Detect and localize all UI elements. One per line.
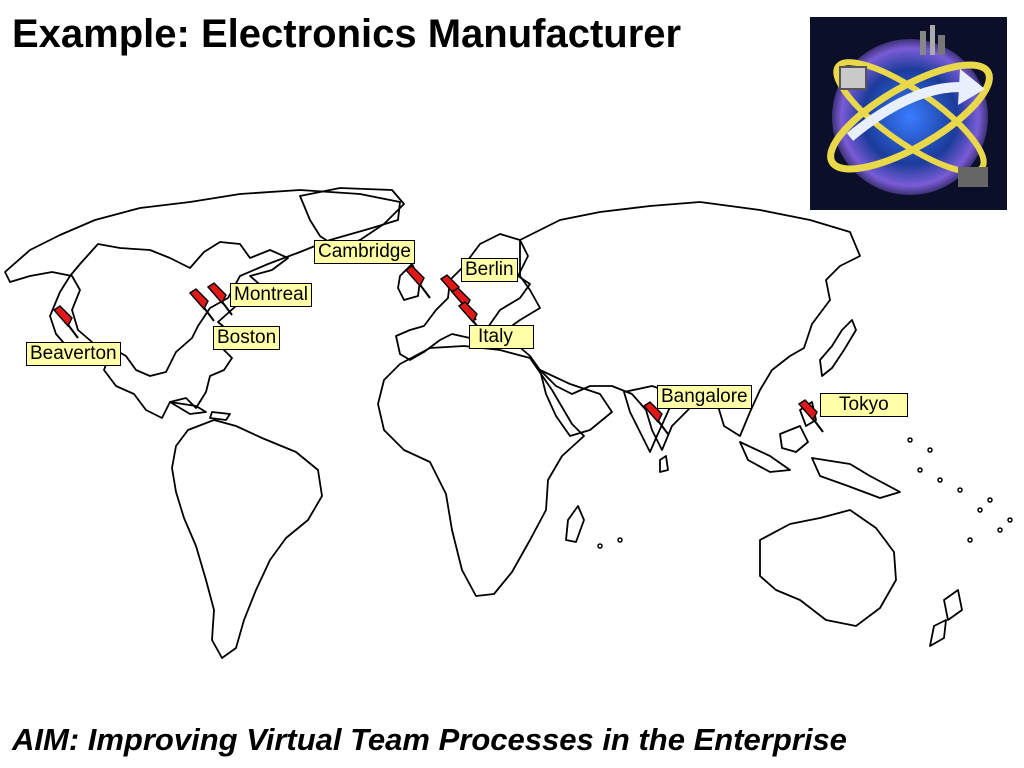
south-america-outline	[171, 419, 323, 659]
map-pin-icon	[642, 401, 669, 435]
greenland-outline	[299, 187, 405, 249]
world-map	[4, 187, 1013, 659]
location-label-italy: Italy	[469, 325, 534, 349]
japan-outline	[819, 319, 857, 377]
map-pin-icon	[188, 288, 215, 322]
map-pin-icon	[404, 265, 431, 299]
location-label-boston: Boston	[213, 326, 281, 350]
map-pin-icon	[52, 305, 79, 339]
australia-outline	[759, 509, 897, 627]
map-pin-icon	[206, 282, 233, 316]
location-label-montreal: Montreal	[230, 283, 312, 307]
location-label-bangalore: Bangalore	[657, 385, 752, 409]
slide-title: Example: Electronics Manufacturer	[12, 12, 682, 56]
uk-outline	[397, 263, 421, 301]
globe-clipart-image	[810, 17, 1007, 210]
slide-footer: AIM: Improving Virtual Team Processes in…	[12, 722, 847, 757]
location-label-berlin: Berlin	[461, 258, 518, 282]
africa-outline	[377, 345, 585, 597]
location-label-cambridge: Cambridge	[314, 240, 415, 264]
europe-outline	[395, 233, 531, 361]
location-label-beaverton: Beaverton	[26, 342, 121, 366]
arabian-peninsula-outline	[539, 369, 613, 437]
location-label-tokyo: Tokyo	[820, 393, 908, 417]
map-pin-icon	[797, 399, 824, 433]
